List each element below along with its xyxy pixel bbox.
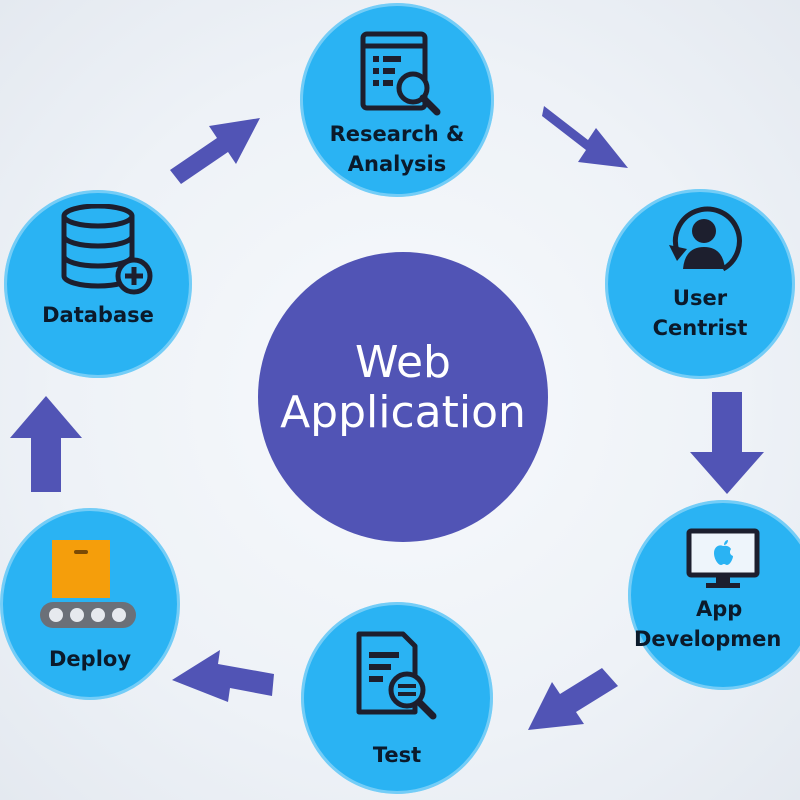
node-test: Test <box>301 602 493 794</box>
node-research-analysis: Research & Analysis <box>300 3 494 197</box>
node-label-line-2: Centrist <box>652 316 748 340</box>
monitor-icon <box>686 528 760 588</box>
node-label-line-1: App <box>696 597 743 621</box>
node-research-analysis-label: Research & Analysis <box>300 119 494 179</box>
center-title: Web Application <box>258 338 548 438</box>
node-label-line-1: Database <box>42 303 154 327</box>
node-label-line-2: Analysis <box>347 152 447 176</box>
user-refresh-icon <box>669 206 742 272</box>
node-label-line-1: Research & <box>329 122 465 146</box>
node-deploy: Deploy <box>0 508 180 700</box>
node-label-line-2: Developmen <box>634 627 782 651</box>
arrow-test-to-deploy <box>172 650 274 702</box>
arrow-database-to-research <box>170 118 260 184</box>
arrow-research-to-user <box>542 106 628 168</box>
node-app-development-label: App Developmen <box>628 594 800 654</box>
center-title-line-1: Web <box>355 337 451 388</box>
center-circle: Web Application <box>258 252 548 542</box>
node-deploy-label: Deploy <box>0 644 180 674</box>
node-label-line-1: User <box>672 286 728 310</box>
document-search-icon <box>356 631 437 720</box>
node-app-development: App Developmen <box>628 500 800 690</box>
node-database-label: Database <box>4 300 192 330</box>
arrow-appdev-to-test <box>528 668 618 730</box>
node-user-centrist-label: User Centrist <box>605 283 795 343</box>
arrow-user-to-appdev <box>690 392 764 494</box>
node-label-line-1: Deploy <box>48 647 132 671</box>
center-title-line-2: Application <box>280 387 526 438</box>
analysis-icon <box>360 31 441 116</box>
conveyor-box-icon <box>40 540 136 628</box>
node-label-line-1: Test <box>372 743 422 767</box>
node-test-label: Test <box>301 740 493 770</box>
arrow-deploy-to-database <box>10 396 82 492</box>
database-add-icon <box>61 204 153 295</box>
node-user-centrist: User Centrist <box>605 189 795 379</box>
node-database: Database <box>4 190 192 378</box>
